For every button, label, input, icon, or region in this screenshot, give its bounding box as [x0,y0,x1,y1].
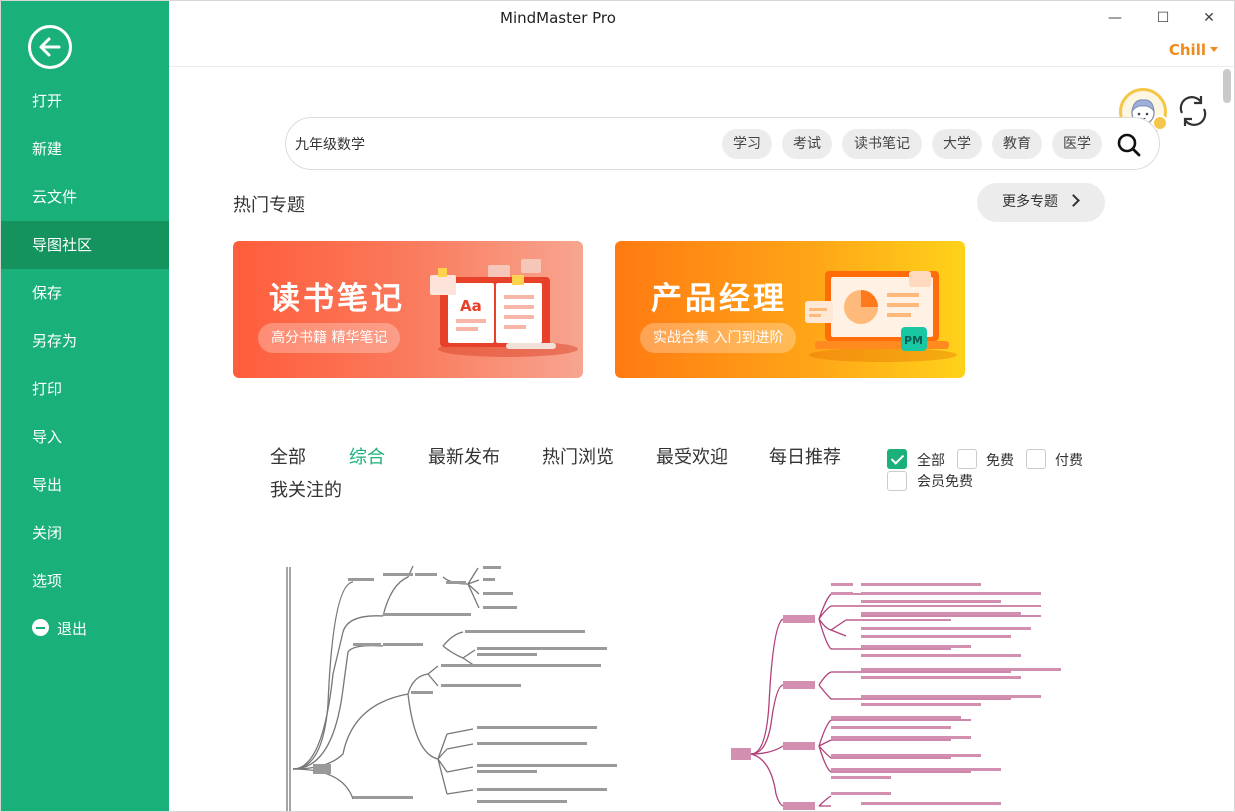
filter-free-checkbox[interactable] [957,449,977,469]
filter-free-label: 免费 [986,453,1014,469]
scrollbar[interactable] [1222,67,1232,811]
banner-subtitle: 实战合集 入门到进阶 [640,323,797,353]
search-tag[interactable]: 大学 [932,129,982,159]
sidebar-item-label: 打印 [32,380,63,398]
app-title: MindMaster Pro [500,9,616,27]
tab-latest[interactable]: 最新发布 [428,447,500,468]
filter-all-label: 全部 [917,453,945,469]
close-button[interactable]: ✕ [1203,10,1215,26]
laptop-chart-icon: PM [805,271,957,362]
search-icon[interactable] [1116,132,1142,158]
sidebar-item-label: 选项 [32,572,63,590]
filter-member-free-checkbox[interactable] [887,471,907,491]
mindmap-card[interactable] [711,554,1111,811]
arrow-left-icon [39,37,61,57]
sidebar-item-label: 保存 [32,284,63,302]
tab-most-popular[interactable]: 最受欢迎 [656,447,728,468]
tab-comprehensive[interactable]: 综合 [349,447,385,468]
minus-circle-icon [32,619,49,636]
sidebar-item-close[interactable]: 关闭 [1,509,169,557]
chevron-right-icon [1067,194,1080,207]
tab-following[interactable]: 我关注的 [270,480,342,501]
sidebar-item-label: 导入 [32,428,63,446]
refresh-icon[interactable] [1175,93,1211,129]
sidebar-item-cloud-files[interactable]: 云文件 [1,173,169,221]
scrollbar-thumb[interactable] [1223,69,1231,103]
sidebar-item-options[interactable]: 选项 [1,557,169,605]
tab-daily-recommend[interactable]: 每日推荐 [769,447,841,468]
title-bar: MindMaster Pro — ☐ ✕ Chill [169,1,1234,67]
sidebar-item-label: 导图社区 [32,236,93,254]
minimize-button[interactable]: — [1108,10,1122,26]
maximize-button[interactable]: ☐ [1156,10,1170,26]
sidebar-item-label: 云文件 [32,188,78,206]
sidebar-item-label: 另存为 [32,332,78,350]
reading-notes-banner[interactable]: 读书笔记 高分书籍 精华笔记 Aa [233,241,583,378]
product-manager-banner[interactable]: 产品经理 实战合集 入门到进阶 PM [615,241,965,378]
svg-text:Aa: Aa [460,297,482,315]
sidebar-item-new[interactable]: 新建 [1,125,169,173]
sidebar-item-save-as[interactable]: 另存为 [1,317,169,365]
search-tag[interactable]: 教育 [992,129,1042,159]
tab-all[interactable]: 全部 [270,447,306,468]
user-name: Chill [1168,41,1206,59]
banner-title: 读书笔记 [269,281,405,317]
search-tag[interactable]: 学习 [722,129,772,159]
more-topics-button[interactable]: 更多专题 [977,183,1105,222]
filter-all-checkbox[interactable] [887,449,907,469]
user-menu[interactable]: Chill [1169,41,1218,59]
sidebar: 打开 新建 云文件 导图社区 保存 另存为 打印 导入 导出 关闭 选项 退出 [1,1,169,811]
sidebar-item-print[interactable]: 打印 [1,365,169,413]
filter-member-free-label: 会员免费 [917,474,973,490]
caret-down-icon [1210,47,1218,52]
sidebar-item-label: 打开 [32,92,63,110]
banner-subtitle: 高分书籍 精华笔记 [258,323,401,353]
search-input[interactable] [295,132,695,156]
sidebar-item-label: 关闭 [32,524,63,542]
sidebar-item-label: 退出 [57,620,88,638]
mindmap-thumbnail [286,565,617,811]
sidebar-item-exit[interactable]: 退出 [1,605,169,653]
filter-paid-label: 付费 [1055,453,1083,469]
open-book-icon: Aa [430,259,578,357]
search-tag[interactable]: 考试 [782,129,832,159]
search-tag[interactable]: 读书笔记 [842,129,922,159]
filter-paid-checkbox[interactable] [1026,449,1046,469]
more-topics-label: 更多专题 [1002,194,1058,210]
search-bar: 学习 考试 读书笔记 大学 教育 医学 [285,117,1160,170]
search-tag[interactable]: 医学 [1052,129,1102,159]
mindmap-thumbnail [731,583,1061,810]
sidebar-item-export[interactable]: 导出 [1,461,169,509]
tab-hot-browse[interactable]: 热门浏览 [542,447,614,468]
banner-title: 产品经理 [651,281,787,317]
hot-topics-title: 热门专题 [233,195,305,216]
sidebar-item-community[interactable]: 导图社区 [1,221,169,269]
back-button[interactable] [28,25,72,69]
sidebar-item-open[interactable]: 打开 [1,77,169,125]
vip-badge-icon [1152,115,1168,131]
sidebar-item-label: 导出 [32,476,63,494]
pm-badge: PM [904,334,923,347]
mindmap-card[interactable] [233,554,671,811]
sidebar-item-import[interactable]: 导入 [1,413,169,461]
sidebar-item-label: 新建 [32,140,63,158]
sidebar-item-save[interactable]: 保存 [1,269,169,317]
